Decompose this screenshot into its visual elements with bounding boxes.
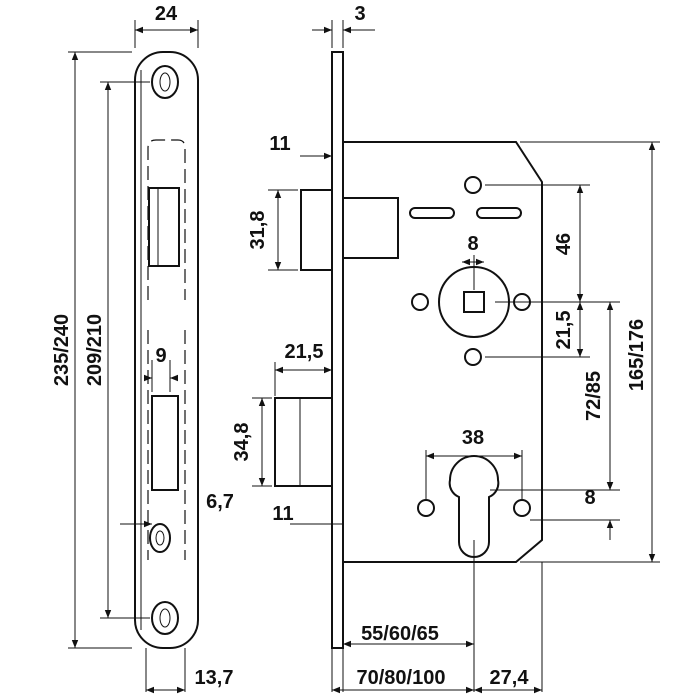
slot-width-label: 9 bbox=[155, 345, 166, 367]
follower-square-label: 8 bbox=[467, 233, 478, 255]
top-screw-hole bbox=[151, 65, 179, 99]
dimension-labels: 24 3 235/240 209/210 11 31,8 8 46 21,5 1… bbox=[51, 3, 648, 689]
latch-bolt-front bbox=[148, 187, 180, 267]
cylinder-to-back-label: 27,4 bbox=[490, 667, 530, 689]
backset-to-cylinder-label: 72/85 bbox=[583, 371, 605, 421]
deadbolt-side bbox=[274, 397, 333, 487]
faceplate-outline bbox=[134, 51, 199, 649]
latch-tail bbox=[343, 197, 399, 259]
cylinder-hole-offset-label: 8 bbox=[584, 487, 595, 509]
follower-square-hole bbox=[463, 291, 485, 313]
cylinder-right-hole bbox=[513, 499, 531, 517]
latch-offset-label: 11 bbox=[269, 133, 290, 155]
bottom-screw-inner bbox=[159, 608, 171, 628]
extension-lines bbox=[68, 20, 660, 692]
top-screw-inner bbox=[159, 72, 171, 92]
deadbolt-front bbox=[151, 395, 179, 491]
deadbolt-throw-label: 21,5 bbox=[285, 341, 324, 363]
latch-bolt-side bbox=[300, 189, 333, 271]
case-height-label: 165/176 bbox=[626, 319, 648, 391]
cylinder-screw-spacing-label: 38 bbox=[462, 427, 484, 449]
screw-spacing-label: 209/210 bbox=[84, 314, 106, 386]
latch-height-label: 31,8 bbox=[247, 211, 269, 250]
top-fixing-hole bbox=[464, 176, 482, 194]
middle-screw-inner bbox=[155, 530, 165, 546]
slot-right bbox=[476, 207, 522, 219]
middle-screw-hole bbox=[149, 523, 171, 553]
cylinder-cutout bbox=[448, 455, 500, 558]
faceplate-screw-offset-label: 6,7 bbox=[206, 491, 234, 513]
faceplate-front-view bbox=[134, 51, 199, 649]
bottom-screw-hole bbox=[151, 601, 179, 635]
cylinder-left-hole bbox=[417, 499, 435, 517]
faceplate-thickness-label: 3 bbox=[354, 3, 365, 25]
case-depth-label: 70/80/100 bbox=[357, 667, 446, 689]
side-faceplate bbox=[331, 51, 344, 649]
spindle-to-hole-gap-label: 21,5 bbox=[553, 311, 575, 350]
backset-label: 55/60/65 bbox=[361, 623, 439, 645]
follower-left-hole bbox=[411, 293, 429, 311]
deadbolt-height-label: 34,8 bbox=[231, 423, 253, 462]
deadbolt-offset-label: 11 bbox=[272, 503, 293, 525]
faceplate-width-label: 24 bbox=[155, 3, 178, 25]
total-height-label: 235/240 bbox=[51, 314, 73, 386]
lower-fixing-hole bbox=[464, 348, 482, 366]
slot-left bbox=[409, 207, 455, 219]
dimension-lines bbox=[71, 26, 656, 694]
faceplate-edge-offset-label: 13,7 bbox=[195, 667, 234, 689]
spindle-to-top-hole-label: 46 bbox=[553, 233, 575, 255]
lock-case bbox=[343, 141, 543, 563]
